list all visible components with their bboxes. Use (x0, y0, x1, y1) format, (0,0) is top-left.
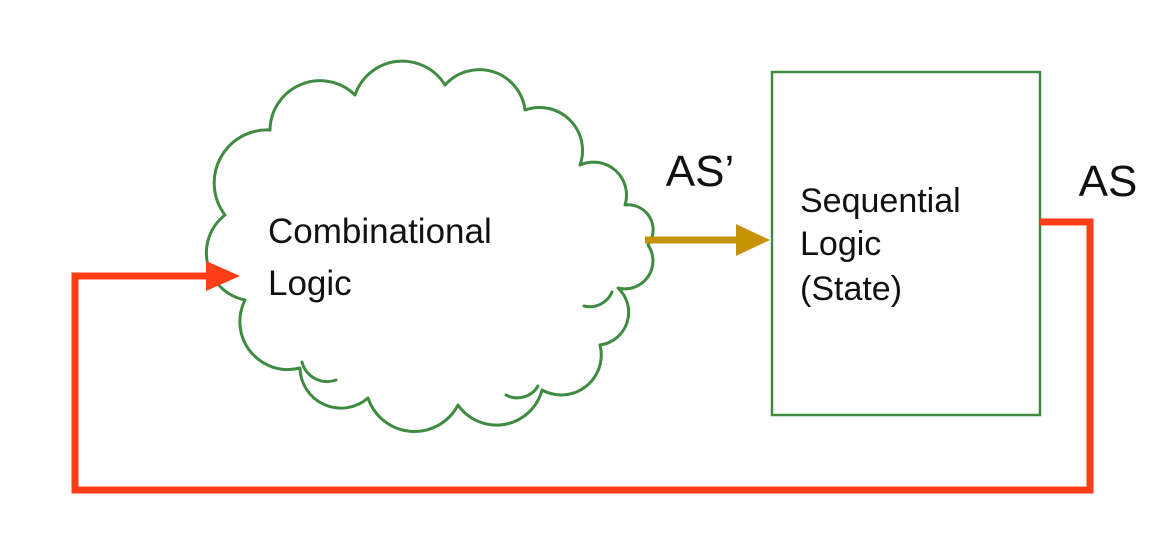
next-state-arrowhead (736, 224, 770, 256)
combinational-logic-cloud: Combinational Logic (204, 59, 655, 433)
sequential-logic-box: Sequential Logic (State) (770, 70, 1042, 417)
box-label-line1: Sequential (800, 182, 961, 220)
next-state-label: AS’ (666, 147, 734, 196)
cloud-inner-curl-right (582, 290, 614, 309)
box-label-line2: Logic (800, 225, 881, 263)
box-label-line3: (State) (800, 270, 902, 308)
feedback-arrowhead (206, 261, 240, 291)
cloud-label-line1: Combinational (268, 212, 492, 251)
cloud-outline (204, 59, 655, 433)
next-state-arrow (645, 224, 770, 256)
feedback-arrow (71, 218, 1094, 494)
cloud-inner-curl-bottom (504, 384, 540, 400)
feedback-arrow-line (71, 218, 1094, 494)
state-label: AS (1079, 157, 1138, 206)
sequential-logic-box-outline (770, 70, 1042, 417)
cloud-label-line2: Logic (268, 264, 352, 303)
cloud-inner-curl-left (300, 360, 338, 384)
